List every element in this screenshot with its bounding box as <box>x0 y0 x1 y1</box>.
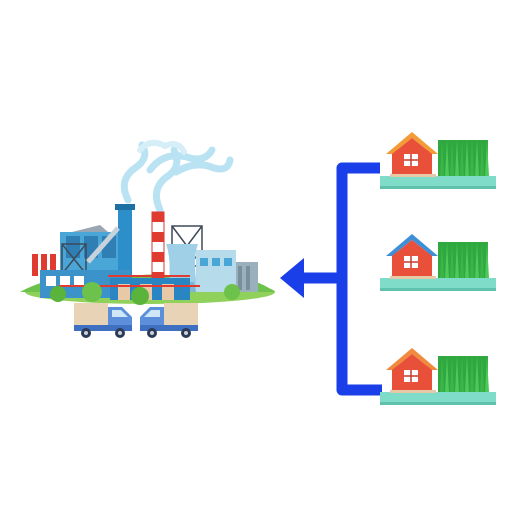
arrow-head <box>280 258 304 298</box>
crop-field <box>438 242 489 278</box>
house-with-crop-field-icon <box>380 234 496 291</box>
house <box>386 234 438 279</box>
crop-field <box>438 140 489 176</box>
delivery-truck-icon <box>74 303 132 338</box>
house <box>386 132 438 177</box>
house <box>386 348 438 393</box>
bracket-arrow-icon <box>296 162 382 396</box>
delivery-truck-icon <box>140 303 198 338</box>
factory-icon <box>20 139 275 305</box>
crop-field <box>438 356 489 392</box>
smoke-plume <box>120 141 234 214</box>
house-with-crop-field-icon <box>380 348 496 405</box>
house-with-crop-field-icon <box>380 132 496 189</box>
